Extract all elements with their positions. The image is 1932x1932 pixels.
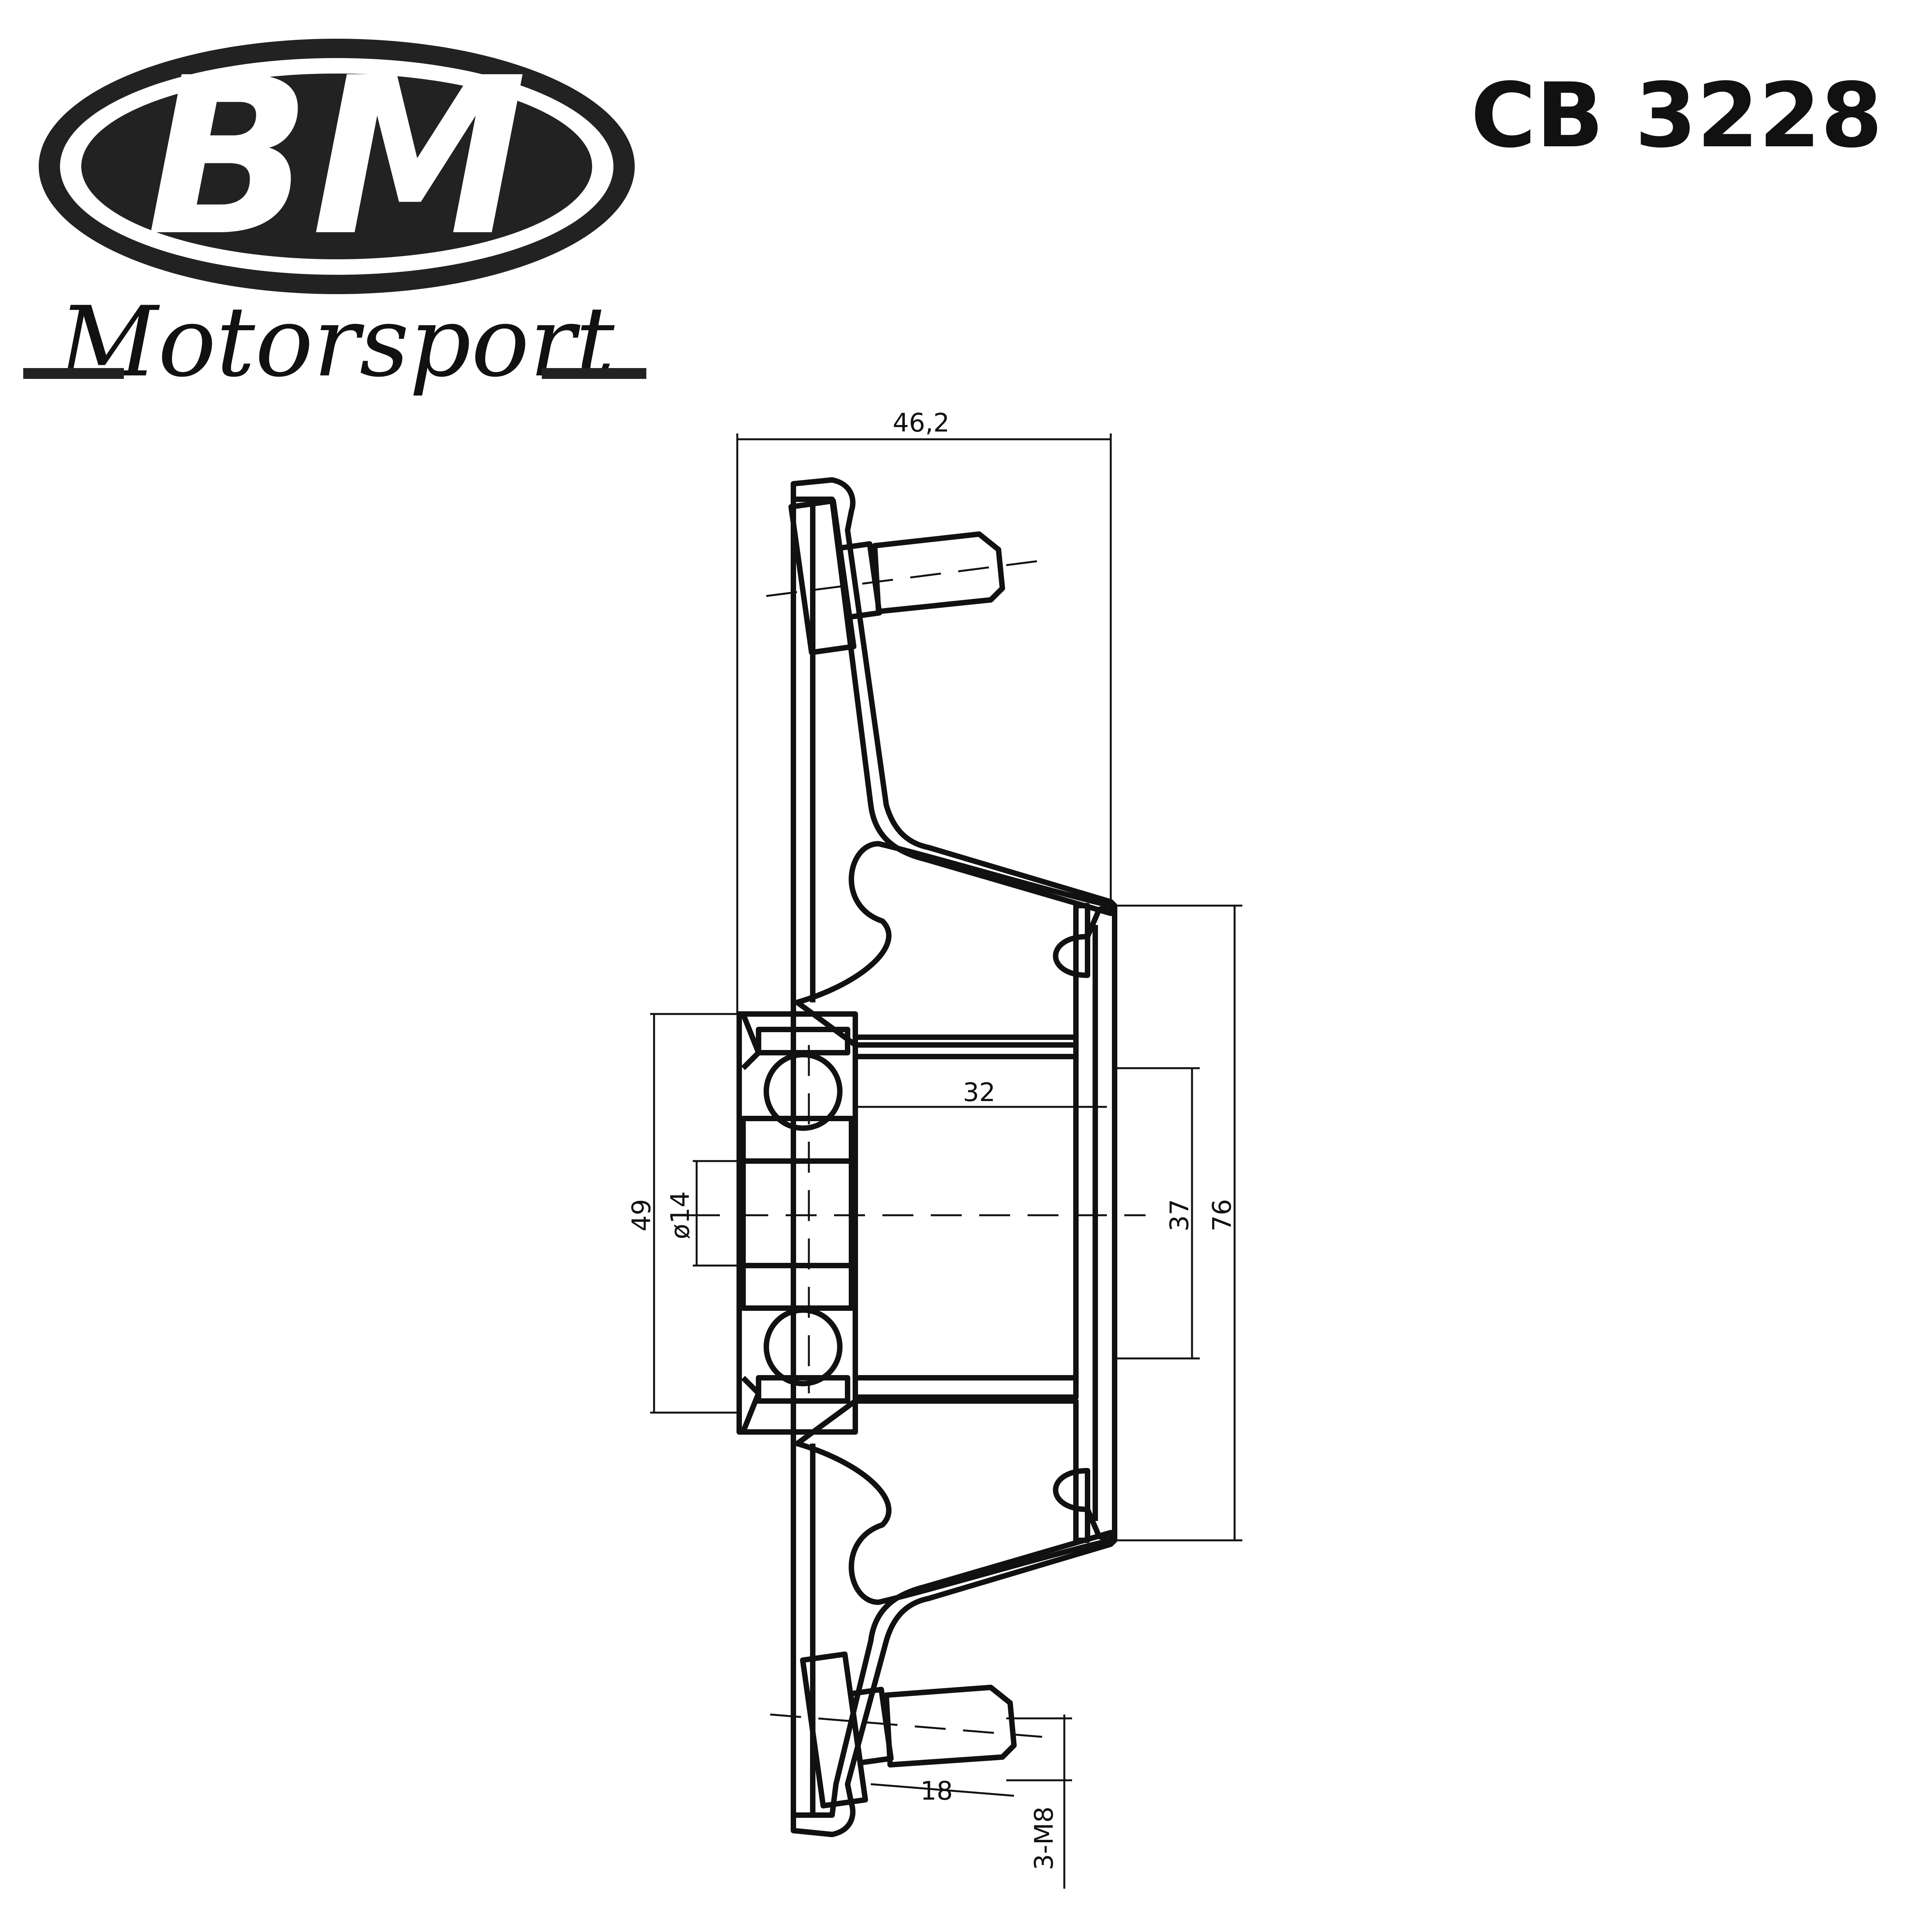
dimension-lines: 46,2 32 49 ø14 37 76 18 3-M8 <box>627 408 1242 1889</box>
stud-shank-upper <box>872 531 1005 614</box>
dim-line-stud-length <box>870 1783 1014 1797</box>
stud-shank-lower <box>884 1685 1017 1768</box>
rubber-insert-lower <box>795 1398 1113 1605</box>
dim-bore-length: 32 <box>963 1077 995 1107</box>
flange-sheet-lower <box>791 1530 1113 1837</box>
bearing-inner-race-upper <box>740 1116 854 1164</box>
outer-rim <box>1109 900 1117 1546</box>
bearing-inner-race-lower <box>740 1263 854 1311</box>
dim-stud-length: 18 <box>920 1776 953 1806</box>
dim-outer-diameter: 76 <box>1207 1199 1237 1231</box>
inner-sleeve-lower <box>853 1375 1079 1400</box>
bearing-ball-lower <box>764 1307 843 1386</box>
bearing-seal-upper <box>740 1013 761 1070</box>
bearing-housing <box>736 1011 858 1435</box>
bearing-ball-upper <box>764 1052 843 1131</box>
dim-stud-thread: 3-M8 <box>1029 1807 1059 1870</box>
dim-inner-diameter: 37 <box>1165 1199 1194 1231</box>
mounting-stud-upper <box>766 498 1038 655</box>
logo-brand-text: BM <box>146 31 527 284</box>
bearing-outer-race-upper <box>756 1027 850 1055</box>
part-number: CB 3228 <box>1471 64 1883 168</box>
logo-subtitle-text: Motorsport <box>57 286 615 398</box>
bearing-bore <box>740 1158 854 1268</box>
mounting-stud-lower <box>770 1651 1053 1809</box>
dim-outer-diameter-left: 49 <box>627 1199 656 1231</box>
rubber-insert-upper <box>795 841 1113 1048</box>
brand-logo: BM Motorsport <box>23 31 646 398</box>
logo-inner-oval <box>81 74 592 259</box>
dim-overall-width: 46,2 <box>893 408 950 438</box>
flange-sheet-upper <box>791 477 1113 916</box>
pulley-cross-section <box>689 477 1146 1837</box>
dim-bore-diameter: ø14 <box>665 1191 695 1239</box>
bearing-seal-lower <box>740 1376 761 1433</box>
bearing-outer-race-lower <box>756 1375 850 1404</box>
